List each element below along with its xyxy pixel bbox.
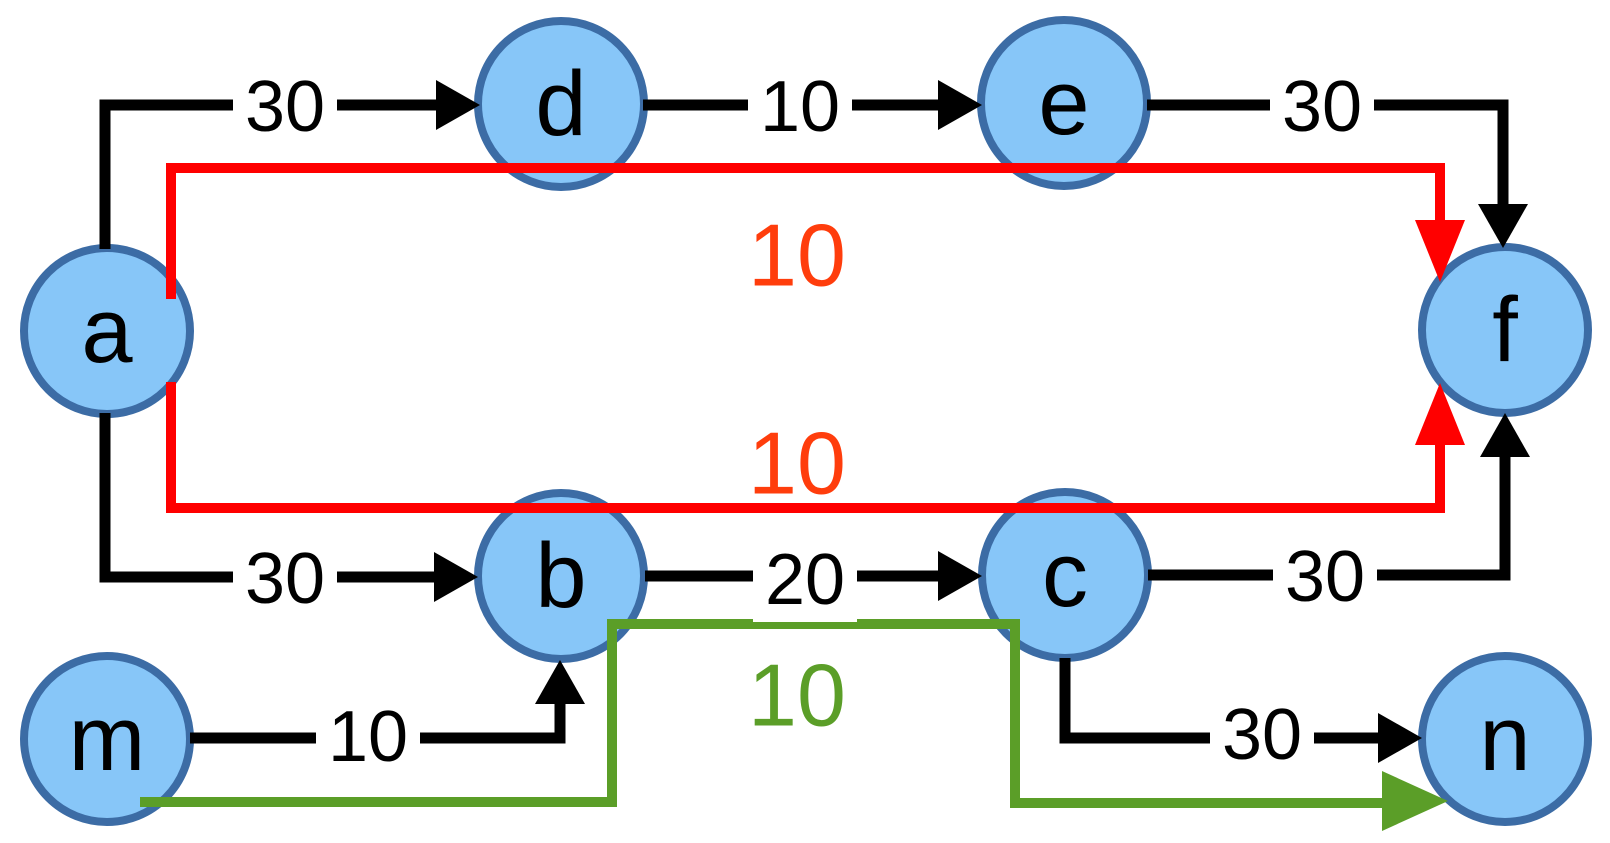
edge-m-b — [190, 704, 566, 744]
edge-capacity-label-a-d: 30 — [245, 67, 325, 147]
flow-path-red-bottom — [166, 382, 1445, 513]
edge-capacity-label-c-f: 30 — [1285, 537, 1365, 617]
edge-arrowhead-c-n — [1378, 713, 1422, 763]
edge-label-gap-e-f — [1270, 65, 1374, 149]
edge-arrowhead-a-d — [436, 80, 480, 130]
edge-arrowhead-e-f — [1478, 204, 1528, 248]
edge-label-gap-m-b — [316, 695, 420, 779]
edge-capacity-label-e-f: 30 — [1282, 67, 1362, 147]
edge-label-gap-a-d — [233, 65, 337, 149]
node-label-a: a — [81, 280, 133, 382]
edge-arrowhead-b-c — [938, 551, 982, 601]
flow-arrowhead-green-path — [1382, 771, 1448, 831]
flow-path-green-path — [140, 619, 1382, 808]
node-label-f: f — [1492, 279, 1518, 381]
node-b — [474, 489, 648, 663]
edge-arrowhead-c-f — [1480, 413, 1530, 457]
edge-capacity-label-c-n: 30 — [1222, 695, 1302, 775]
flow-value-label-red-bottom: 10 — [748, 414, 846, 513]
node-label-c: c — [1042, 524, 1088, 626]
edge-capacity-label-d-e: 10 — [760, 67, 840, 147]
flow-value-label-green-path: 10 — [748, 646, 846, 745]
edge-capacity-label-b-c: 20 — [765, 540, 845, 620]
edge-capacity-label-a-b: 30 — [245, 539, 325, 619]
edge-label-gap-c-n — [1210, 693, 1314, 777]
edge-capacity-label-m-b: 10 — [328, 697, 408, 777]
flow-value-label-red-top: 10 — [748, 206, 846, 305]
edge-label-gap-b-c — [753, 538, 857, 622]
edge-c-f — [1148, 457, 1511, 581]
flow-arrowhead-red-top — [1415, 220, 1465, 282]
node-label-n: n — [1479, 688, 1530, 790]
edge-label-gap-d-e — [748, 65, 852, 149]
node-label-m: m — [69, 688, 146, 790]
edge-label-gap-a-b — [233, 537, 337, 621]
edge-arrowhead-m-b — [535, 660, 585, 704]
flow-arrowhead-red-bottom — [1415, 383, 1465, 445]
flow-path-red-top — [166, 163, 1445, 299]
node-label-b: b — [535, 525, 586, 627]
edge-e-f — [1147, 99, 1509, 206]
edge-arrowhead-a-b — [434, 552, 478, 602]
node-label-d: d — [535, 53, 586, 155]
edge-arrowhead-d-e — [938, 80, 982, 130]
node-n — [1418, 652, 1592, 826]
edge-label-gap-c-f — [1273, 535, 1377, 619]
node-label-e: e — [1038, 52, 1089, 154]
